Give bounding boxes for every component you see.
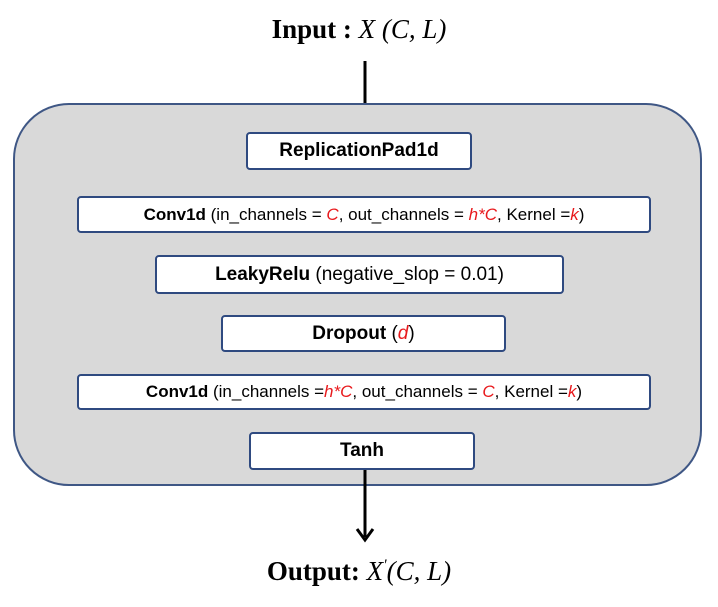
- layer-name: LeakyRelu: [215, 263, 311, 285]
- param-variable: C: [326, 204, 339, 224]
- layer-name: Conv1d: [143, 204, 206, 224]
- layer-tanh: Tanh: [249, 432, 475, 470]
- param-text: ): [578, 204, 585, 224]
- output-arrow-head: [355, 528, 375, 543]
- input-variable: X: [358, 14, 376, 44]
- output-args: (C, L): [386, 556, 452, 586]
- param-variable: k: [570, 204, 579, 224]
- param-text: , Kernel =: [494, 382, 568, 401]
- output-label: Output: X'(C, L): [0, 556, 718, 587]
- param-text: , out_channels =: [352, 382, 483, 401]
- param-text: (negative_slop = 0.01): [310, 263, 504, 285]
- param-variable: k: [567, 382, 577, 401]
- layer-conv1d-first: Conv1d (in_channels = C, out_channels = …: [77, 196, 651, 233]
- param-text: ): [408, 322, 415, 344]
- param-variable: d: [397, 322, 409, 344]
- param-text: (in_channels =: [205, 204, 327, 224]
- layer-dropout: Dropout (d): [221, 315, 506, 352]
- param-variable: C: [482, 382, 495, 401]
- param-text: (: [386, 322, 398, 344]
- output-variable: X: [366, 556, 384, 586]
- param-variable: h*C: [468, 204, 498, 224]
- output-prime: ': [383, 557, 387, 574]
- layer-name: ReplicationPad1d: [279, 140, 439, 161]
- param-text: (in_channels =: [208, 382, 325, 401]
- model-block-container: [13, 103, 702, 486]
- param-text: ): [576, 382, 583, 401]
- output-label-bold: Output:: [266, 556, 360, 586]
- param-text: , out_channels =: [338, 204, 469, 224]
- param-variable: h*C: [324, 382, 353, 401]
- input-label-bold: Input :: [271, 14, 352, 44]
- input-label: Input : X (C, L): [0, 14, 718, 45]
- layer-name: Dropout: [312, 322, 387, 344]
- layer-conv1d-second: Conv1d (in_channels =h*C, out_channels =…: [77, 374, 651, 410]
- layer-name: Conv1d: [145, 382, 209, 401]
- param-text: , Kernel =: [497, 204, 571, 224]
- layer-replication-pad: ReplicationPad1d: [246, 132, 472, 170]
- layer-leaky-relu: LeakyRelu (negative_slop = 0.01): [155, 255, 564, 294]
- layer-name: Tanh: [340, 440, 384, 461]
- input-args: (C, L): [381, 14, 447, 44]
